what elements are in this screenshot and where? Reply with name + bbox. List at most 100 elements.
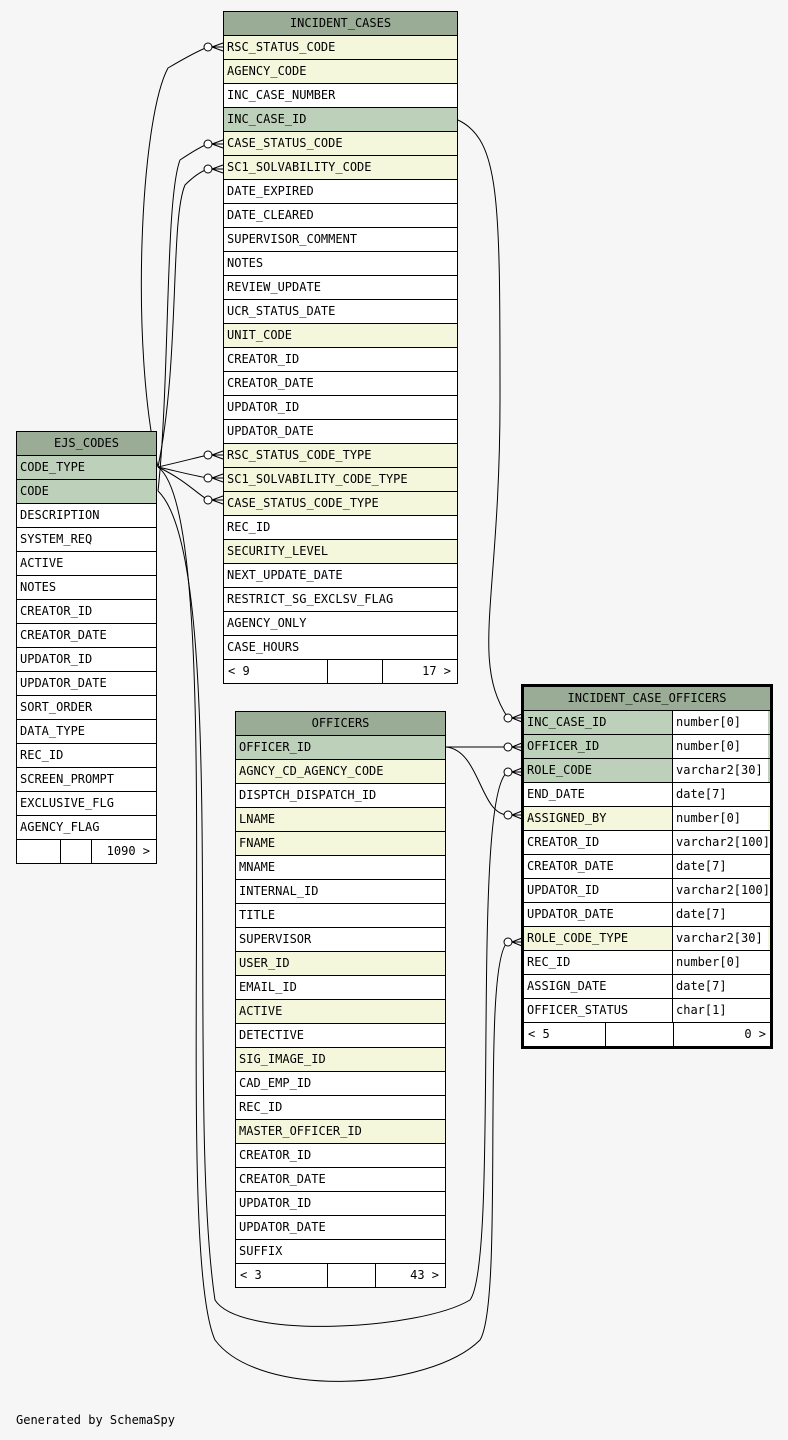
column-row[interactable]: DATE_EXPIRED: [224, 180, 457, 204]
column-row[interactable]: CREATOR_DATE: [236, 1168, 445, 1192]
column-row[interactable]: ACTIVE: [17, 552, 156, 576]
column-row[interactable]: CODE_TYPE: [17, 456, 156, 480]
column-row[interactable]: RESTRICT_SG_EXCLSV_FLAG: [224, 588, 457, 612]
column-row[interactable]: UCR_STATUS_DATE: [224, 300, 457, 324]
column-row[interactable]: CASE_STATUS_CODE: [224, 132, 457, 156]
column-row[interactable]: CREATOR_DATE: [17, 624, 156, 648]
column-row[interactable]: NEXT_UPDATE_DATE: [224, 564, 457, 588]
children-count[interactable]: 1090 >: [106, 844, 150, 858]
children-count[interactable]: 43 >: [410, 1268, 439, 1282]
column-row[interactable]: INTERNAL_ID: [236, 880, 445, 904]
column-row[interactable]: REVIEW_UPDATE: [224, 276, 457, 300]
column-row[interactable]: CAD_EMP_ID: [236, 1072, 445, 1096]
column-row[interactable]: UNIT_CODE: [224, 324, 457, 348]
column-row[interactable]: UPDATOR_ID: [17, 648, 156, 672]
column-row[interactable]: DATA_TYPE: [17, 720, 156, 744]
column-row[interactable]: MASTER_OFFICER_ID: [236, 1120, 445, 1144]
column-row[interactable]: ACTIVE: [236, 1000, 445, 1024]
table-header[interactable]: OFFICERS: [236, 712, 445, 736]
column-row[interactable]: SCREEN_PROMPT: [17, 768, 156, 792]
column-name: TITLE: [239, 908, 276, 922]
column-row[interactable]: MNAME: [236, 856, 445, 880]
column-row[interactable]: SUPERVISOR: [236, 928, 445, 952]
column-row[interactable]: DESCRIPTION: [17, 504, 156, 528]
column-row[interactable]: NOTES: [224, 252, 457, 276]
column-name: SUPERVISOR: [239, 932, 312, 946]
column-row[interactable]: TITLE: [236, 904, 445, 928]
column-row[interactable]: REC_ID: [17, 744, 156, 768]
column-row[interactable]: DATE_CLEARED: [224, 204, 457, 228]
crows-foot: [211, 473, 224, 483]
column-row[interactable]: SUPERVISOR_COMMENT: [224, 228, 457, 252]
column-row[interactable]: SYSTEM_REQ: [17, 528, 156, 552]
column-row[interactable]: REC_ID: [224, 516, 457, 540]
column-type: number[0]: [672, 951, 768, 974]
edge-inc-case-id: [457, 119, 509, 719]
column-row[interactable]: USER_ID: [236, 952, 445, 976]
table-header[interactable]: INCIDENT_CASE_OFFICERS: [524, 687, 770, 711]
column-name: CAD_EMP_ID: [239, 1076, 312, 1090]
column-row[interactable]: LNAME: [236, 808, 445, 832]
column-row[interactable]: CASE_STATUS_CODE_TYPE: [224, 492, 457, 516]
column-row[interactable]: UPDATOR_DATE: [17, 672, 156, 696]
column-row[interactable]: CASE_HOURS: [224, 636, 457, 660]
column-row[interactable]: CREATOR_ID: [17, 600, 156, 624]
column-row[interactable]: SECURITY_LEVEL: [224, 540, 457, 564]
column-row[interactable]: EMAIL_ID: [236, 976, 445, 1000]
column-row[interactable]: RSC_STATUS_CODE: [224, 36, 457, 60]
column-row[interactable]: NOTES: [17, 576, 156, 600]
column-name: RSC_STATUS_CODE: [227, 40, 336, 54]
column-row[interactable]: CREATOR_ID: [236, 1144, 445, 1168]
column-row[interactable]: UPDATOR_ID: [236, 1192, 445, 1216]
column-row[interactable]: DISPTCH_DISPATCH_ID: [236, 784, 445, 808]
column-row[interactable]: EXCLUSIVE_FLG: [17, 792, 156, 816]
table-incident-cases[interactable]: INCIDENT_CASES RSC_STATUS_CODE AGENCY_COD…: [223, 11, 458, 684]
column-row[interactable]: AGENCY_FLAG: [17, 816, 156, 840]
column-row[interactable]: UPDATOR_DATE: [236, 1216, 445, 1240]
column-row[interactable]: SC1_SOLVABILITY_CODE_TYPE: [224, 468, 457, 492]
column-row[interactable]: CODE: [17, 480, 156, 504]
parents-count[interactable]: < 3: [236, 1264, 328, 1287]
column-row[interactable]: INC_CASE_NUMBER: [224, 84, 457, 108]
column-row[interactable]: FNAME: [236, 832, 445, 856]
column-row[interactable]: UPDATOR_ID: [224, 396, 457, 420]
column-row[interactable]: SC1_SOLVABILITY_CODE: [224, 156, 457, 180]
column-row[interactable]: DETECTIVE: [236, 1024, 445, 1048]
column-row[interactable]: AGENCY_CODE: [224, 60, 457, 84]
column-row[interactable]: AGENCY_ONLY: [224, 612, 457, 636]
column-name: END_DATE: [527, 787, 585, 801]
column-row[interactable]: SIG_IMAGE_ID: [236, 1048, 445, 1072]
column-row[interactable]: REC_ID: [236, 1096, 445, 1120]
children-count[interactable]: 0 >: [744, 1027, 766, 1041]
column-row[interactable]: AGNCY_CD_AGENCY_CODE: [236, 760, 445, 784]
column-row[interactable]: CREATOR_ID: [224, 348, 457, 372]
column-row[interactable]: OFFICER_ID: [236, 736, 445, 760]
column-row[interactable]: UPDATOR_DATE: [224, 420, 457, 444]
table-header[interactable]: EJS_CODES: [17, 432, 156, 456]
column-row[interactable]: CREATOR_DATE: [224, 372, 457, 396]
parents-count[interactable]: < 5: [524, 1023, 606, 1046]
parents-count[interactable]: < 9: [224, 660, 328, 683]
column-row[interactable]: INC_CASE_ID: [224, 108, 457, 132]
column-row[interactable]: RSC_STATUS_CODE_TYPE: [224, 444, 457, 468]
children-count[interactable]: 17 >: [422, 664, 451, 678]
table-header[interactable]: INCIDENT_CASES: [224, 12, 457, 36]
column-row[interactable]: SUFFIX: [236, 1240, 445, 1264]
column-row[interactable]: SORT_ORDER: [17, 696, 156, 720]
